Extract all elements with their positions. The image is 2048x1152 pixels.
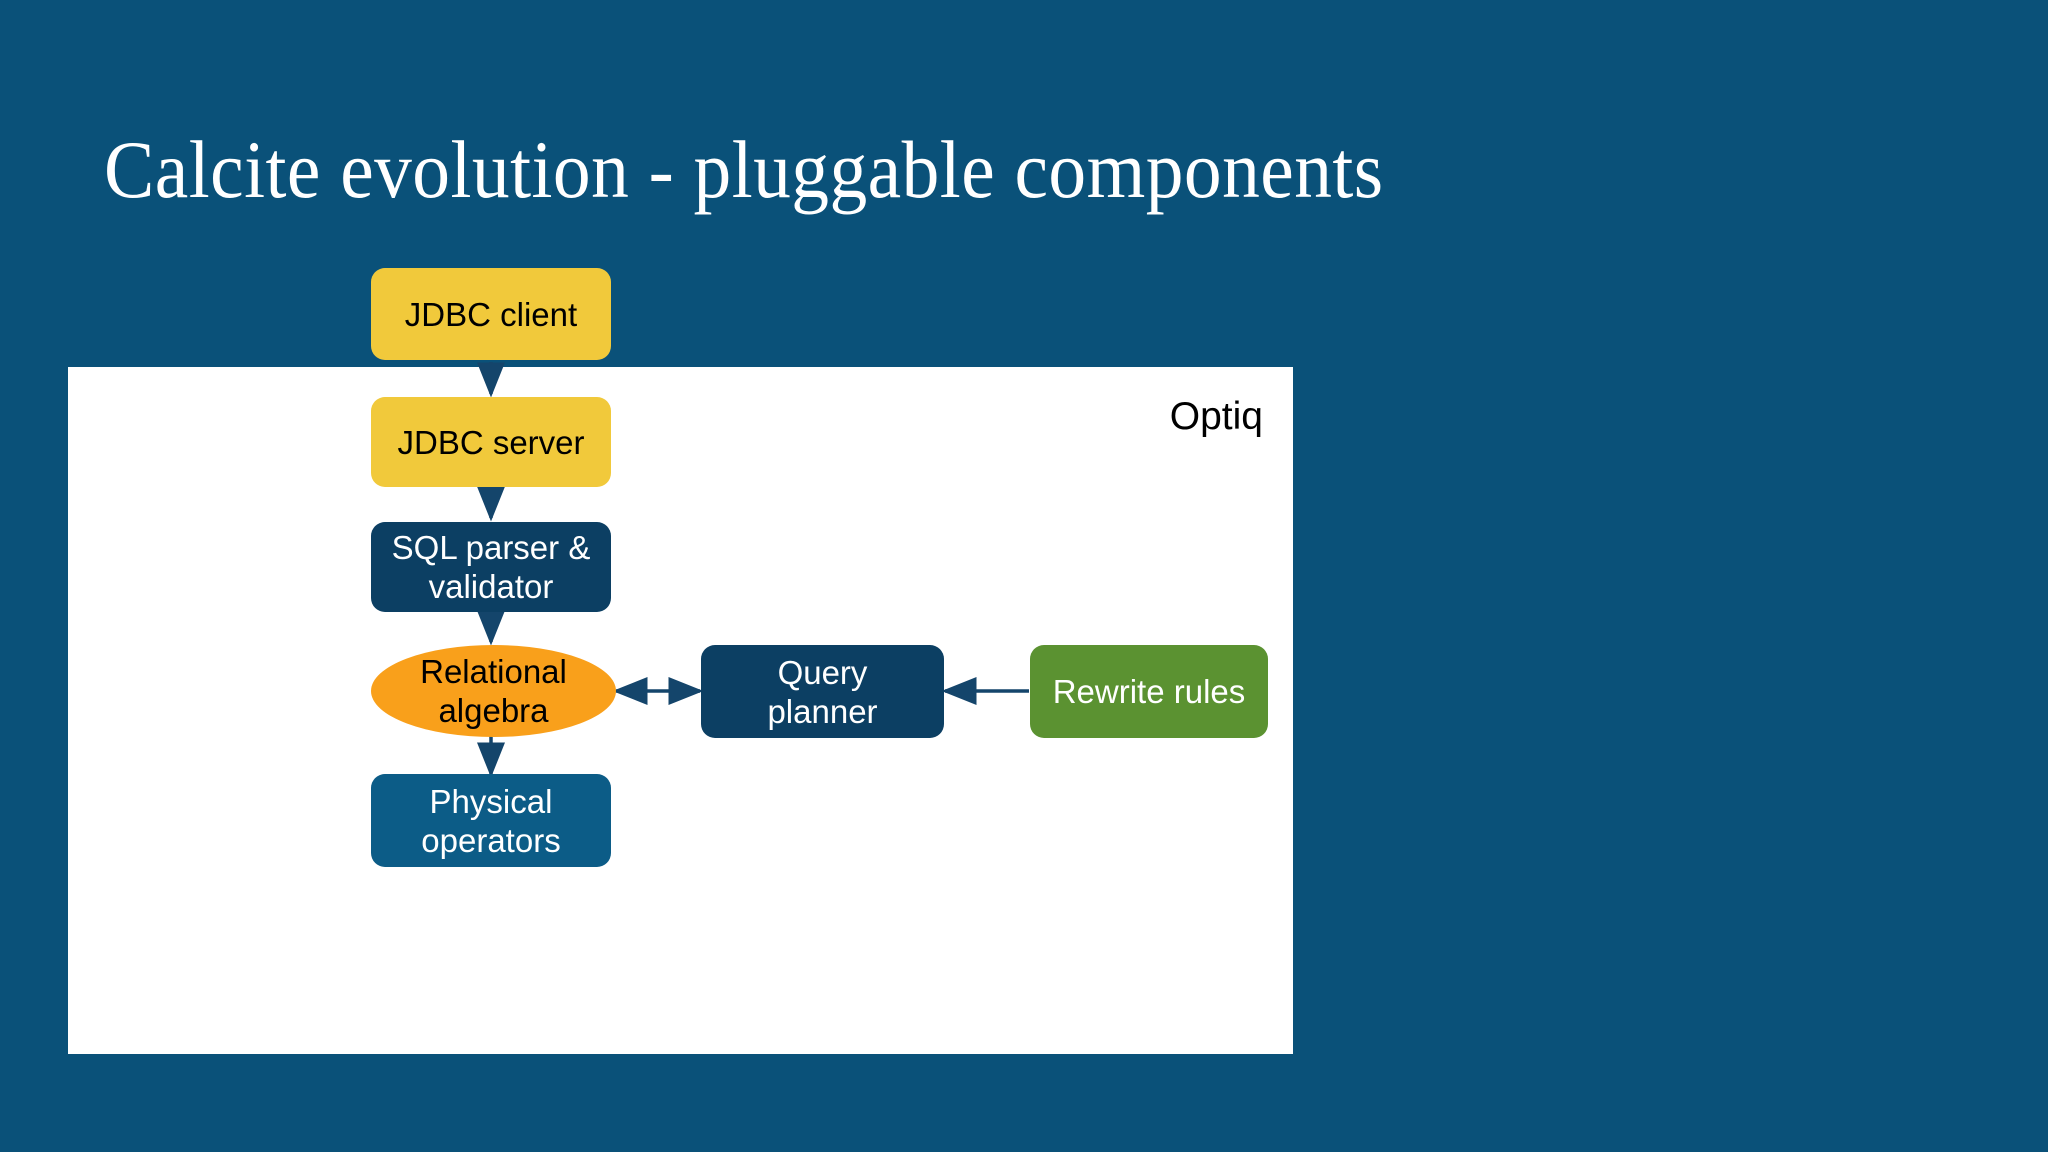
optiq-label: Optiq bbox=[1169, 395, 1263, 438]
node-physical-operators[interactable]: Physical operators bbox=[371, 774, 611, 867]
node-relational-algebra[interactable]: Relational algebra bbox=[371, 645, 616, 737]
page-title: Calcite evolution - pluggable components bbox=[104, 124, 1384, 215]
node-jdbc-server[interactable]: JDBC server bbox=[371, 397, 611, 487]
node-rewrite-rules[interactable]: Rewrite rules bbox=[1030, 645, 1268, 738]
node-sql-parser-validator[interactable]: SQL parser & validator bbox=[371, 522, 611, 612]
node-jdbc-client[interactable]: JDBC client bbox=[371, 268, 611, 360]
node-query-planner[interactable]: Query planner bbox=[701, 645, 944, 738]
